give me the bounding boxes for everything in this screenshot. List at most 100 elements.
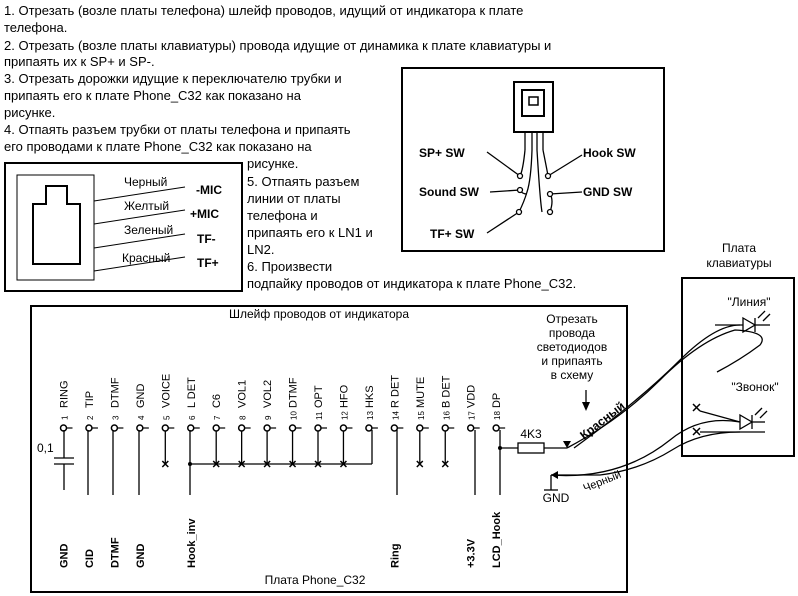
pin-name: MUTE — [415, 377, 427, 408]
resistor-value: 4K3 — [520, 427, 542, 441]
pin-number: 12 — [340, 411, 349, 420]
pin-terminal — [466, 424, 475, 432]
pin-number: 13 — [366, 411, 375, 420]
wire-red-label: Красный — [122, 251, 170, 265]
pin-name: VOICE — [160, 374, 172, 408]
pin-terminal — [161, 424, 170, 432]
instruction-4-line-2: его проводами к плате Phone_C32 как пока… — [4, 139, 312, 154]
pin-number: 9 — [264, 415, 273, 420]
instruction-6-line-1: 6. Произвести — [247, 259, 333, 274]
phone-c32-board: Шлейф проводов от индикатора Плата Phone… — [30, 305, 763, 593]
instruction-5-line-3: телефона и — [247, 208, 318, 223]
pin-signal-label: Hook_inv — [186, 518, 198, 568]
instruction-3-line-2: припаять его к плате Phone_C32 как показ… — [4, 88, 301, 103]
board-label: Плата Phone_C32 — [265, 573, 366, 587]
pin-terminal — [136, 424, 144, 432]
hookswitch-block: SP+ SW Hook SW Sound SW GND SW TF+ SW — [401, 67, 665, 252]
resistor-wiring — [500, 324, 763, 491]
pin-number: 16 — [442, 411, 451, 420]
pin-name: DP — [491, 393, 503, 408]
pin-terminal — [237, 424, 246, 432]
pin-signal-label: GND — [135, 544, 147, 569]
pin-12: 12 HFO — [338, 384, 353, 468]
pin-number: 1 — [61, 415, 70, 420]
instruction-4-line-3: рисунке. — [247, 156, 299, 171]
pin-number: 15 — [417, 411, 426, 420]
pin-number: 4 — [137, 415, 146, 420]
instruction-1-line-1: 1. Отрезать (возле платы телефона) шлейф… — [4, 3, 524, 18]
pin-terminal — [110, 424, 119, 432]
hook-sw-label: Hook SW — [583, 146, 636, 160]
pin-name: C6 — [211, 394, 223, 408]
pin-signal-label: +3.3V — [466, 538, 478, 568]
pin-terminal — [187, 424, 195, 432]
note-line-4: и припаять — [541, 354, 602, 368]
cut-marks — [692, 403, 701, 436]
pin-13: 13 HKS — [364, 385, 378, 432]
pin-name: DTMF — [109, 377, 121, 408]
pin-name: HFO — [338, 384, 350, 408]
pin-row: 1RINGGND2TIPCID3DTMFDTMF4GNDGND5VOICE6L … — [59, 374, 506, 568]
pin-terminal — [339, 424, 348, 432]
pin-16: 16 B DET — [440, 375, 455, 468]
instruction-3-line-3: рисунке. — [4, 105, 56, 120]
cut-mark — [161, 460, 169, 468]
keyboard-title-2: клавиатуры — [706, 256, 771, 270]
pin-number: 8 — [239, 415, 248, 420]
pin-terminal — [263, 424, 271, 432]
instruction-2-line-1: 2. Отрезать (возле платы клавиатуры) про… — [4, 38, 552, 53]
pin-name: R DET — [389, 375, 401, 408]
pin-number: 6 — [188, 415, 197, 420]
pin-name: TIP — [84, 391, 96, 408]
pin-5: 5 VOICE — [160, 374, 175, 468]
pin-signal-label: DTMF — [109, 537, 121, 568]
pin-terminal — [441, 424, 449, 432]
cut-mark — [441, 460, 449, 468]
note-line-3: светодиодов — [537, 340, 607, 354]
capacitor-value: 0,1 — [37, 441, 54, 455]
capacitor — [54, 430, 74, 490]
pin-number: 18 — [493, 411, 502, 420]
cut-mark — [416, 460, 424, 468]
sp-plus-sw-label: SP+ SW — [419, 146, 465, 160]
pin-number: 7 — [213, 415, 222, 420]
signal-mic-plus: +MIC — [190, 207, 219, 221]
pin-number: 3 — [111, 415, 120, 420]
instruction-5-line-4: припаять его к LN1 и — [247, 225, 373, 240]
pin-terminal — [212, 424, 220, 432]
signal-tf-plus: TF+ — [197, 256, 219, 270]
instruction-5-line-2: линии от платы — [247, 191, 341, 206]
note-line-1: Отрезать — [546, 312, 598, 326]
pin-name: B DET — [440, 375, 452, 408]
pin-terminal — [85, 424, 93, 432]
instruction-4-line-1: 4. Отпаять разъем трубки от платы телефо… — [4, 122, 351, 137]
pin-name: HKS — [364, 385, 376, 408]
pin-name: VDD — [466, 385, 478, 408]
pin-signal-label: LCD_Hook — [491, 511, 503, 568]
pin-number: 14 — [391, 411, 400, 420]
pin-number: 17 — [468, 411, 477, 420]
led-line-label: "Линия" — [728, 295, 771, 309]
pin-18: 18 DP LCD_Hook — [491, 393, 506, 568]
wire-green-label: Зеленый — [124, 223, 173, 237]
pin-terminal — [314, 424, 322, 432]
instruction-5-line-5: LN2. — [247, 242, 275, 257]
note-line-2: провода — [549, 326, 595, 340]
pin-terminal — [416, 424, 424, 432]
pin-number: 5 — [162, 415, 171, 420]
pin-name: RING — [59, 381, 71, 409]
ribbon-title: Шлейф проводов от индикатора — [229, 307, 409, 321]
signal-tf-minus: TF- — [197, 232, 216, 246]
signal-mic-minus: -MIC — [196, 183, 222, 197]
pin-name: GND — [135, 384, 147, 409]
pin-name: DTMF — [288, 377, 300, 408]
